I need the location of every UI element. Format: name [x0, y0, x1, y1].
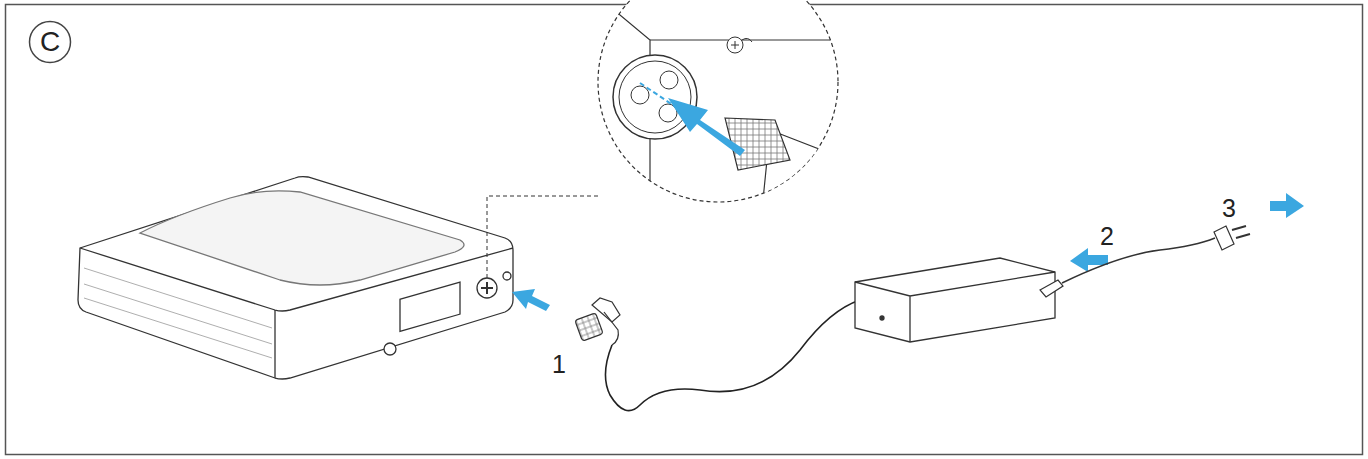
callout-number: 2 [1100, 224, 1114, 249]
arrow [1270, 193, 1304, 218]
zoom-detail [590, 0, 860, 230]
cable-plug [575, 298, 620, 345]
leader-line [487, 196, 598, 278]
power-adapter [855, 258, 1055, 342]
arrow [512, 289, 550, 311]
callout-number: 1 [552, 352, 566, 377]
cable [605, 300, 860, 411]
device [78, 177, 513, 379]
frame [6, 5, 1363, 455]
mains-cord [1040, 226, 1250, 297]
callout-number: 3 [1222, 196, 1236, 221]
section-letter: C [40, 26, 60, 58]
arrow [1070, 248, 1108, 272]
section-badge: C [28, 20, 72, 64]
